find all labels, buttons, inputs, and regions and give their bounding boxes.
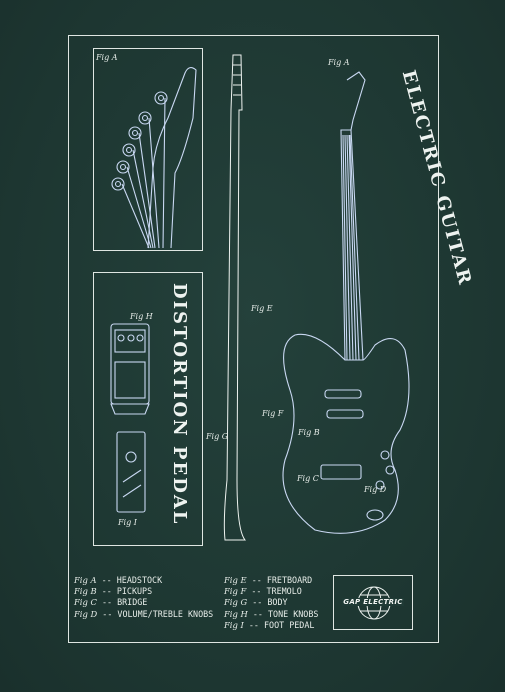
legend-left: Fig A -- HEADSTOCK Fig B -- PICKUPS Fig …	[74, 575, 213, 620]
tremolo-fig-label: Fig F	[262, 409, 284, 418]
headstock-drawing	[111, 67, 197, 249]
pedal-drawing	[110, 323, 150, 513]
legend-item: Fig B -- PICKUPS	[74, 586, 153, 597]
pedal-fig-i-label: Fig I	[118, 518, 137, 527]
pedal-panel	[93, 272, 203, 546]
knobs-fig-label: Fig D	[364, 485, 387, 494]
guitar-drawing	[282, 71, 410, 534]
legend-item: Fig I -- FOOT PEDAL	[224, 619, 315, 630]
legend-item: Fig A -- HEADSTOCK	[74, 575, 163, 585]
brand-name: GAP ELECTRIC	[342, 598, 404, 606]
legend-item: Fig F -- TREMOLO	[224, 586, 302, 597]
legend-item: Fig C -- BRIDGE	[74, 597, 148, 608]
legend-item: Fig E -- FRETBOARD	[224, 575, 313, 585]
pickups-fig-label: Fig B	[298, 428, 320, 437]
neck-side-drawing	[223, 54, 247, 541]
fretboard-fig-label: Fig E	[251, 304, 273, 313]
legend-item: Fig H -- TONE KNOBS	[224, 608, 319, 619]
brand-logo-box: GAP ELECTRIC	[333, 575, 413, 630]
legend-item: Fig D -- VOLUME/TREBLE KNOBS	[74, 608, 214, 619]
pedal-title: DISTORTION PEDAL	[169, 283, 190, 526]
legend-right: Fig E -- FRETBOARD Fig F -- TREMOLO Fig …	[224, 575, 318, 631]
headstock-panel	[93, 48, 203, 251]
headstock-fig-label: Fig A	[96, 53, 118, 62]
legend-item: Fig G -- BODY	[224, 597, 288, 608]
pedal-fig-h-label: Fig H	[130, 312, 153, 321]
body-fig-label: Fig G	[206, 432, 229, 441]
bridge-fig-label: Fig C	[297, 474, 319, 483]
blueprint-frame	[68, 35, 439, 643]
guitar-fig-a-label: Fig A	[328, 58, 350, 67]
